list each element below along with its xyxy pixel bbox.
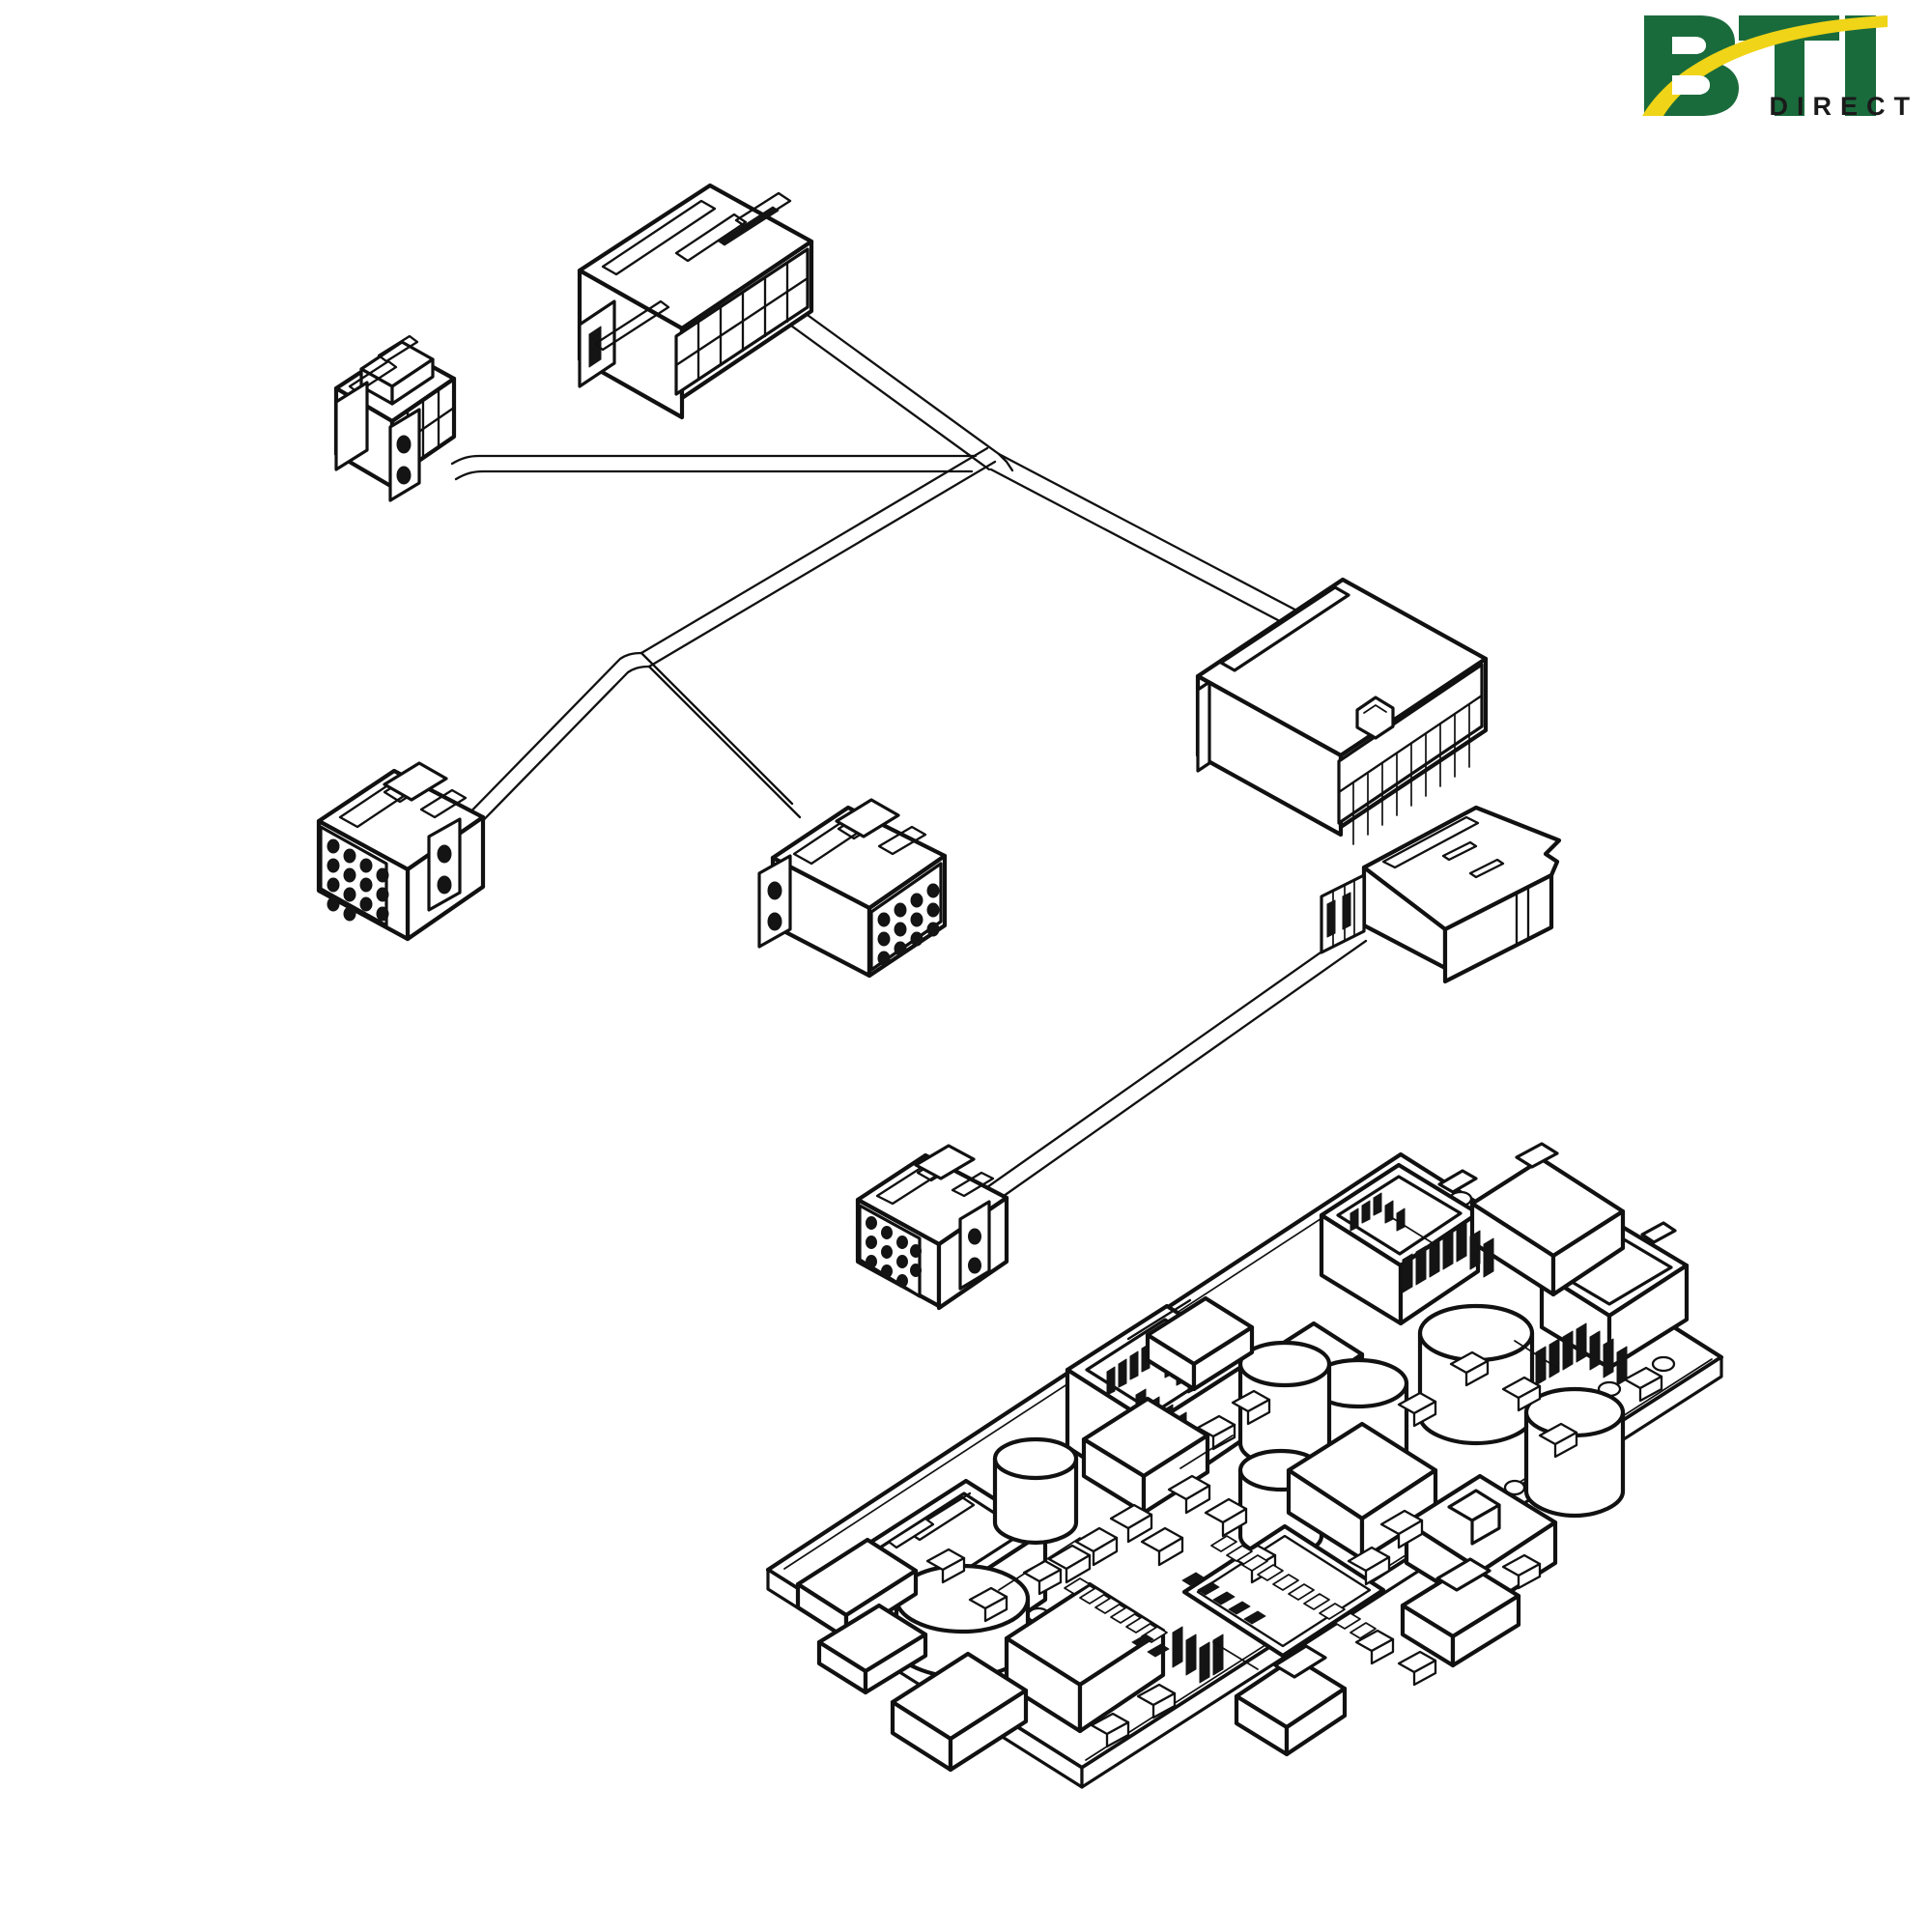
pcb-smd-passives <box>925 1350 1663 1748</box>
circuit-board <box>765 1142 1724 1789</box>
logo-wordmark: DIRECT <box>1769 92 1918 121</box>
pcb-smd-block-4 <box>1400 1557 1521 1668</box>
pcb-traces <box>998 1216 1558 1670</box>
connector-right-large <box>1195 577 1489 845</box>
pcb-pin-header-2 <box>1535 1322 1628 1386</box>
bti-direct-logo: DIRECT <box>1634 8 1924 122</box>
pcb-pin-header-1 <box>1402 1222 1494 1293</box>
connector-upper-left <box>333 334 457 502</box>
connector-board-lead-pins <box>858 1204 922 1298</box>
pcb-capacitor-3 <box>1523 1386 1626 1519</box>
pcb-smd-block-3 <box>1234 1644 1348 1757</box>
pcb-connector-e <box>1469 1142 1626 1297</box>
connector-mid-left <box>316 761 486 942</box>
connector-top-center <box>577 183 814 420</box>
pcb-smd-block-5 <box>1145 1295 1255 1392</box>
wire-upperleft-to-junction <box>450 454 978 481</box>
connector-mid-right-pins <box>869 862 943 972</box>
connector-top-center-cavities <box>674 247 810 396</box>
logo-knockout <box>1672 37 1710 95</box>
pcb-smd-block-6 <box>816 1603 928 1695</box>
wire-bundle <box>450 288 1368 1209</box>
wire-branch-to-midleft <box>452 651 651 844</box>
wire-top-to-junction <box>761 288 1001 471</box>
wire-branch-to-midright <box>639 651 802 819</box>
logo-swoosh <box>1642 15 1888 116</box>
pcb-smd-block-1 <box>890 1651 1029 1773</box>
logo-letter-i <box>1845 15 1876 116</box>
wire-junction-to-right <box>989 452 1306 632</box>
connector-block-right <box>1320 805 1562 984</box>
pcb-relay <box>1081 1396 1210 1516</box>
connector-mid-left-pins <box>319 825 389 927</box>
connector-right-large-cavities <box>1337 663 1484 845</box>
wire-junction-to-branch <box>639 446 997 668</box>
wire-lead-to-block <box>976 925 1368 1209</box>
connector-board-lead <box>855 1144 1009 1311</box>
logo-mark-svg <box>1642 15 1888 116</box>
pcb-pin-header-3 <box>1172 1626 1224 1684</box>
pcb-dense-cluster <box>1131 1572 1266 1658</box>
connector-mid-right <box>757 798 948 979</box>
pcb-ic-secondary <box>1286 1421 1438 1562</box>
pcb-pad-rows <box>1064 1535 1377 1643</box>
pcb-capacitor-6 <box>992 1436 1079 1546</box>
